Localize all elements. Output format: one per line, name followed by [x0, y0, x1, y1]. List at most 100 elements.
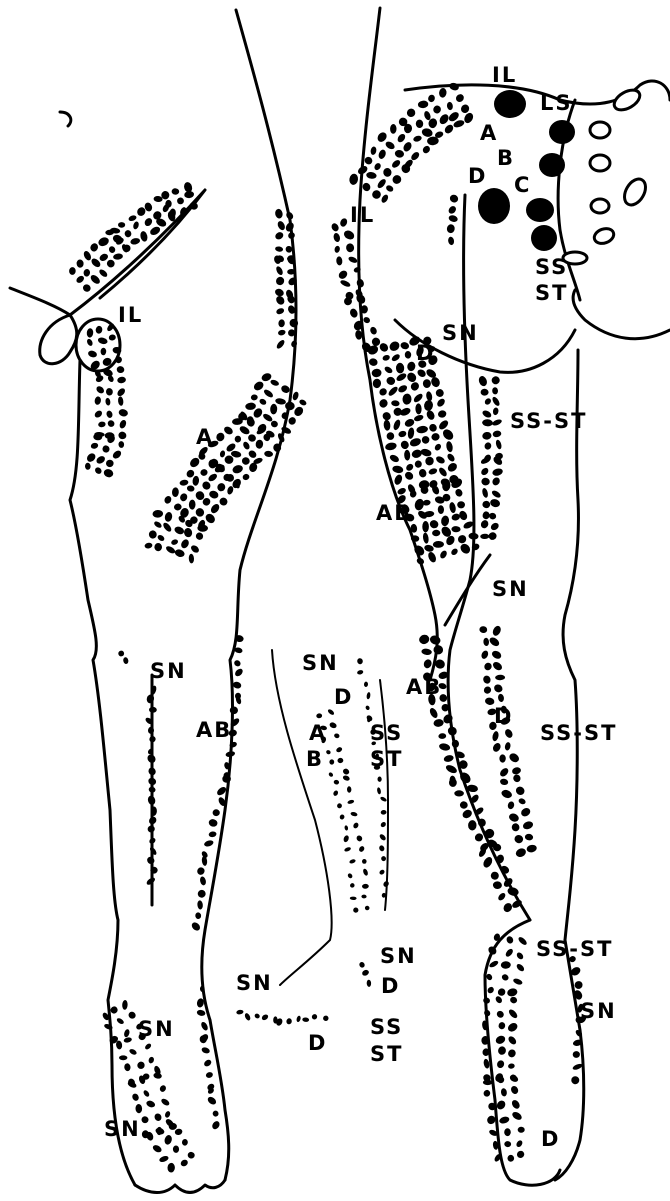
texture-dot [280, 384, 291, 394]
texture-dot [336, 803, 342, 809]
texture-dot [517, 936, 528, 947]
texture-dot [362, 868, 369, 876]
texture-dot [404, 450, 411, 461]
texture-dot [349, 173, 359, 185]
texture-dot [146, 753, 157, 765]
texture-dot [508, 1063, 515, 1069]
texture-dot [296, 1015, 301, 1022]
texture-dot [218, 496, 229, 507]
texture-dot [361, 182, 371, 193]
texture-dot [372, 378, 381, 388]
texture-dot [379, 869, 386, 876]
label-side-heel-d: D [381, 974, 400, 998]
texture-dot [82, 250, 92, 262]
texture-dot [446, 725, 458, 737]
texture-dot [496, 1059, 506, 1069]
back-il-oval [494, 90, 526, 118]
texture-dot [182, 1139, 188, 1146]
texture-dot [382, 354, 391, 362]
texture-dot [179, 479, 189, 486]
texture-dot [350, 896, 357, 900]
texture-dot [342, 768, 350, 776]
texture-dot [124, 1063, 131, 1071]
texture-dot [405, 351, 412, 359]
texture-dot [222, 775, 231, 783]
texture-dot [194, 507, 205, 519]
texture-dot [349, 882, 355, 888]
texture-dot [435, 455, 446, 465]
front-leg-figure [10, 10, 296, 1193]
texture-dot [357, 658, 364, 665]
texture-dot [391, 400, 400, 407]
texture-dot [483, 661, 493, 671]
texture-dot [229, 706, 238, 714]
texture-dot [468, 820, 477, 831]
texture-dot [170, 538, 178, 545]
texture-dot [192, 475, 200, 486]
texture-dot [491, 396, 501, 407]
texture-dot [434, 387, 445, 398]
texture-dot [262, 412, 274, 423]
texture-dot [409, 381, 420, 393]
texture-dot [144, 542, 153, 549]
texture-dot [495, 675, 505, 681]
texture-dot [364, 905, 370, 911]
texture-dot [428, 707, 439, 720]
texture-dot [252, 380, 265, 392]
texture-dot [507, 886, 520, 897]
texture-dot [402, 141, 413, 153]
texture-dot [482, 419, 493, 427]
texture-dot [377, 149, 387, 160]
texture-dot [378, 398, 389, 409]
texture-dot [342, 775, 350, 782]
texture-dot [163, 495, 172, 505]
label-back-ls: LS [540, 91, 573, 115]
texture-dot [405, 462, 415, 472]
texture-dot [180, 538, 191, 550]
texture-dot [446, 452, 456, 462]
texture-dot [348, 256, 359, 265]
texture-dot [499, 778, 508, 786]
texture-dot [344, 825, 348, 831]
texture-dot [391, 353, 401, 363]
texture-dot [481, 409, 492, 419]
label-front-il: IL [118, 303, 143, 327]
texture-dot [132, 221, 139, 230]
label-front-foot-sn1: SN [138, 1017, 175, 1041]
texture-dot [275, 339, 286, 350]
texture-dot [457, 501, 465, 508]
texture-dot [483, 1009, 492, 1018]
texture-dot [450, 547, 459, 556]
front-abdomen-outline [10, 190, 205, 315]
texture-dot [480, 389, 488, 396]
texture-dot [482, 685, 492, 695]
texture-dot [416, 557, 426, 566]
texture-dot [128, 1048, 137, 1056]
texture-dot [148, 1056, 155, 1064]
texture-dot [244, 1012, 252, 1021]
texture-dot [406, 361, 416, 372]
texture-dot [208, 831, 217, 838]
texture-dot [112, 233, 125, 244]
texture-dot [424, 455, 435, 467]
texture-dot [224, 455, 233, 464]
texture-dot [382, 167, 392, 177]
texture-dot [445, 441, 453, 453]
texture-dot [139, 230, 148, 242]
texture-dot [376, 131, 389, 144]
label-front-leg-ab: AB [196, 718, 232, 742]
texture-dot [347, 799, 355, 804]
texture-dot [159, 1084, 167, 1093]
texture-dot [117, 431, 127, 440]
front-il-dots [69, 181, 199, 293]
texture-dot [171, 188, 179, 195]
texture-dot [287, 416, 297, 426]
texture-dot [482, 674, 492, 684]
texture-dot [143, 217, 153, 228]
texture-dot [378, 387, 388, 397]
texture-dot [225, 750, 236, 757]
texture-dot [101, 444, 111, 454]
texture-dot [127, 1010, 137, 1020]
texture-dot [106, 259, 116, 269]
texture-dot [76, 259, 84, 268]
